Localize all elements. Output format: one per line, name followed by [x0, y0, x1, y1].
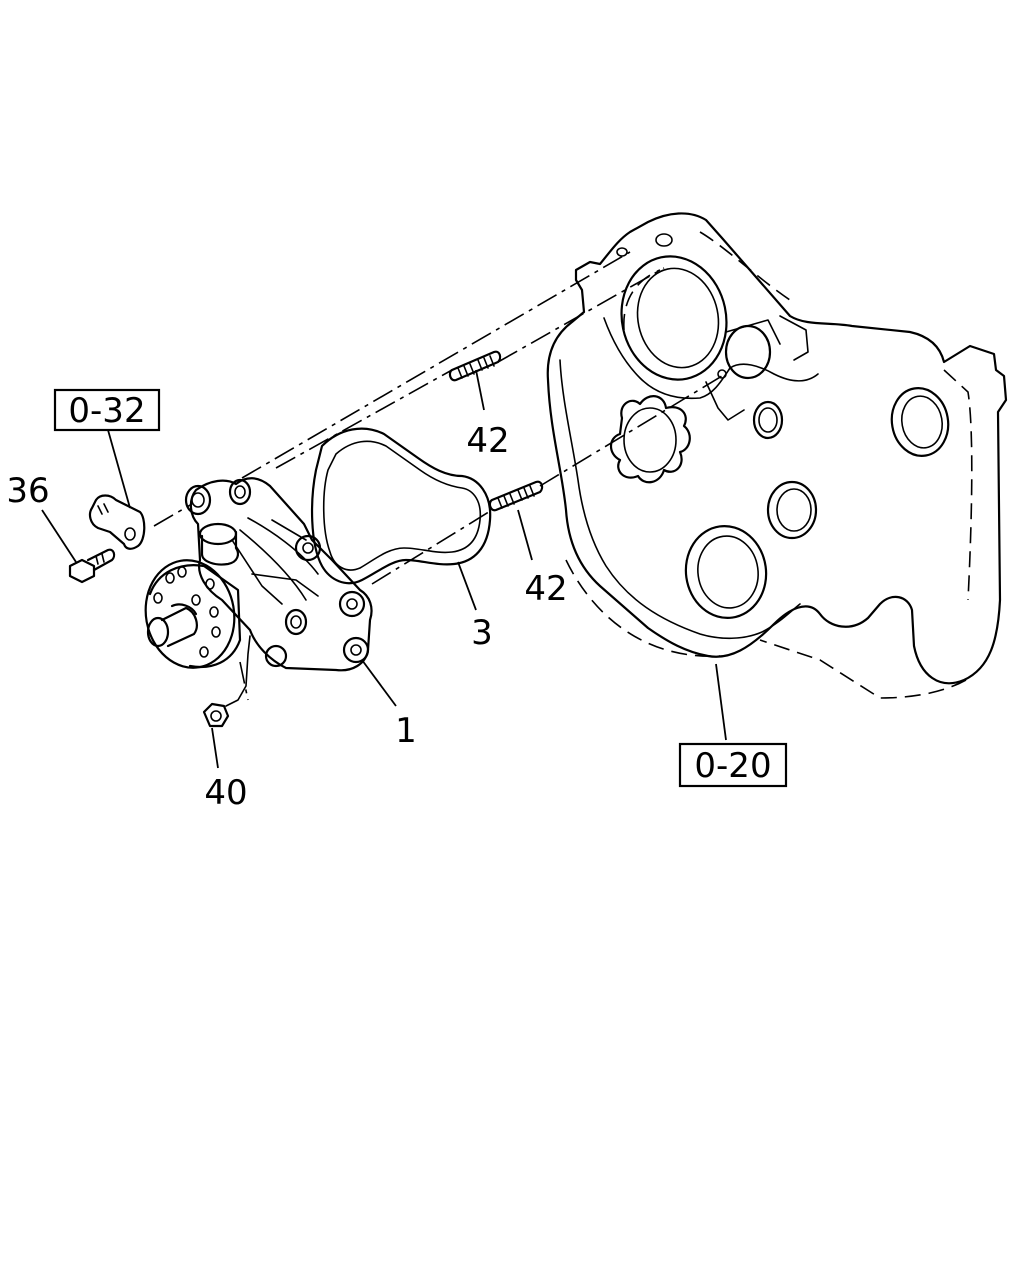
- scalloped-boss: [609, 395, 691, 484]
- ref-label-0-32: 0-32: [68, 391, 145, 431]
- outlet-pipe: [198, 522, 239, 566]
- callout-ref-0-32[interactable]: 0-32: [53, 388, 161, 432]
- timing-gear-case: [546, 212, 1008, 699]
- pulley-flange: [144, 559, 242, 669]
- nut: [202, 702, 230, 728]
- leader-lines: [41, 369, 727, 769]
- assembly-center-lines: [153, 251, 723, 701]
- bracket: [88, 494, 146, 550]
- ref-label-0-20: 0-20: [694, 746, 771, 786]
- gasket: [310, 427, 492, 585]
- pump-shaft: [146, 603, 198, 648]
- part-label-42-lower: 42: [524, 569, 567, 609]
- center-seal-bore: [766, 480, 818, 540]
- callout-ref-0-20[interactable]: 0-20: [678, 742, 788, 788]
- part-label-1: 1: [395, 711, 417, 751]
- lower-bore: [684, 525, 768, 619]
- water-pump: [144, 477, 373, 707]
- upper-bore: [620, 255, 728, 381]
- bolt: [68, 548, 116, 584]
- part-label-42-upper: 42: [466, 421, 509, 461]
- stud-bolt-lower: [488, 480, 544, 512]
- stud-bolt-upper: [448, 350, 502, 382]
- right-bore: [890, 387, 950, 457]
- ref-box-0-32: [53, 388, 161, 432]
- part-label-36: 36: [6, 471, 49, 511]
- part-label-3: 3: [471, 613, 493, 653]
- part-label-40: 40: [204, 773, 247, 813]
- ref-box-0-20: [678, 742, 788, 788]
